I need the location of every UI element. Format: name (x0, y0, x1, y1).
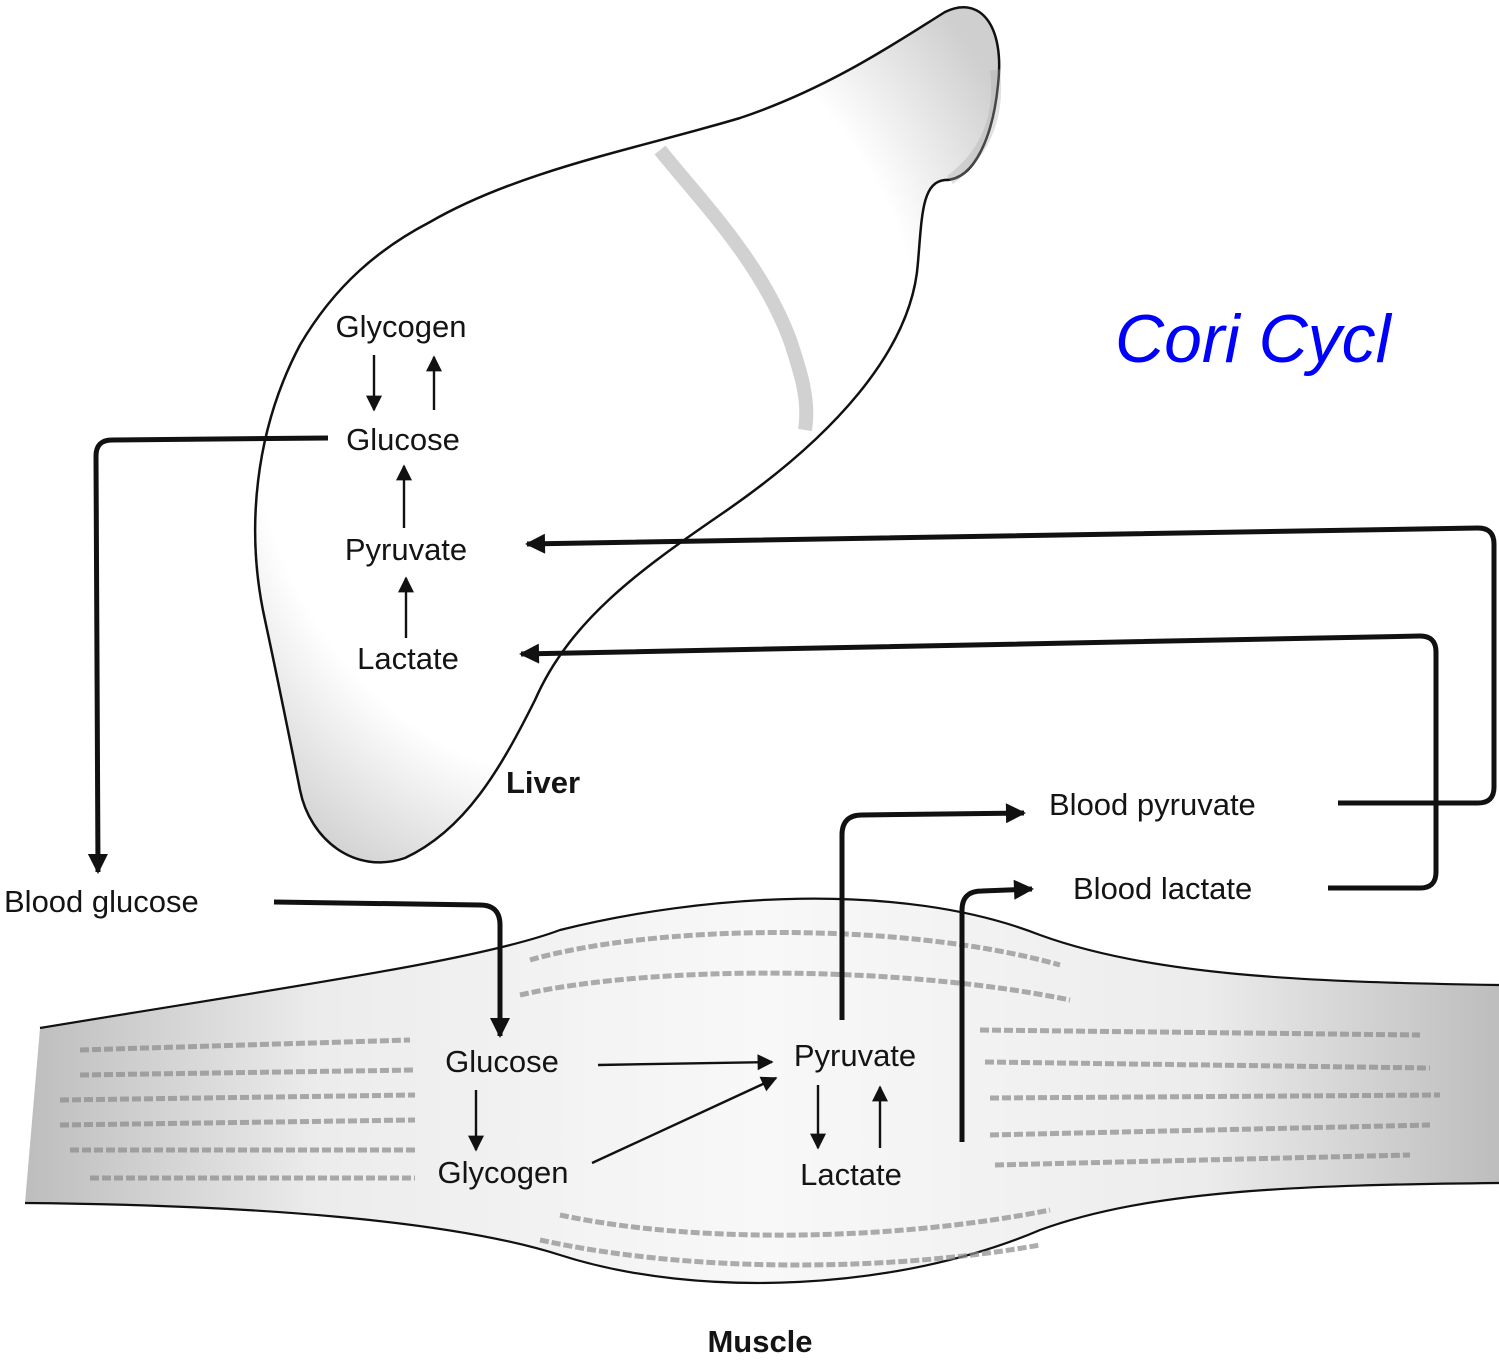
blood-pyruvate-label: Blood pyruvate (1049, 787, 1256, 822)
muscle-lactate-label: Lactate (800, 1157, 902, 1192)
blood-glucose-label: Blood glucose (4, 884, 199, 919)
muscle-glucose-label: Glucose (445, 1044, 559, 1079)
muscle-organ (25, 899, 1499, 1283)
liver-lactate-label: Lactate (357, 641, 459, 676)
liver-label: Liver (506, 765, 580, 800)
muscle-pyruvate-label: Pyruvate (794, 1038, 916, 1073)
muscle-glycogen-label: Glycogen (438, 1155, 569, 1190)
title: Cori Cycl (1115, 301, 1393, 377)
liver-glycogen-label: Glycogen (336, 309, 467, 344)
liver-glucose-label: Glucose (346, 422, 460, 457)
blood-lactate-label: Blood lactate (1073, 871, 1252, 906)
muscle-label: Muscle (707, 1324, 812, 1359)
liver-pyruvate-label: Pyruvate (345, 532, 467, 567)
blood-lactate-to-liver-lactate-arrow (521, 636, 1436, 888)
blood-pyruvate-to-liver-pyruvate-arrow (527, 528, 1494, 803)
